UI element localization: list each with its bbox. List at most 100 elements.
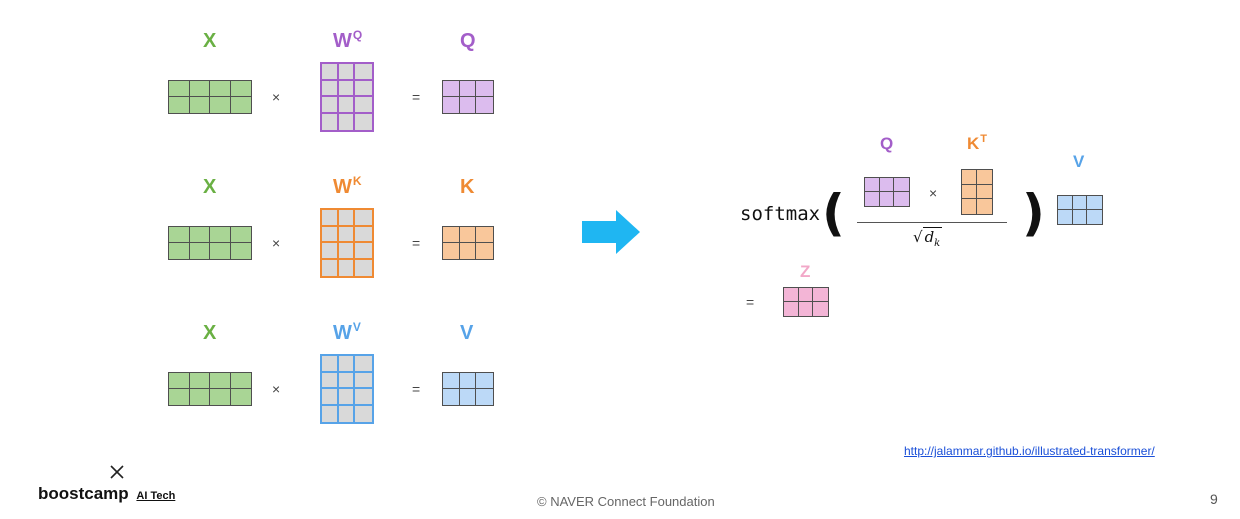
source-link[interactable]: http://jalammar.github.io/illustrated-tr…	[904, 444, 1155, 458]
matrix-cell	[894, 178, 909, 192]
x-matrix-row-v	[168, 372, 252, 406]
matrix-cell	[338, 210, 356, 227]
matrix-cell	[169, 81, 190, 97]
matrix-cell	[798, 302, 814, 316]
equals-sign-row-q: =	[412, 89, 421, 105]
times-sign-row-v: ×	[272, 381, 281, 397]
softmax-text: softmax	[740, 203, 821, 225]
x-matrix-row-q	[168, 80, 252, 114]
matrix-cell	[1087, 196, 1102, 210]
q-matrix	[442, 80, 494, 114]
matrix-cell	[322, 259, 339, 276]
matrix-cell	[322, 80, 339, 97]
matrix-cell	[210, 227, 231, 243]
wv-label-sup: V	[352, 320, 361, 334]
wq-label-base: W	[333, 30, 352, 52]
wq-label-sup: Q	[352, 28, 363, 42]
formula-z-matrix	[783, 287, 829, 317]
matrix-cell	[210, 373, 231, 389]
matrix-cell	[230, 389, 251, 405]
matrix-cell	[322, 226, 339, 243]
matrix-cell	[977, 199, 992, 214]
matrix-cell	[977, 184, 992, 200]
matrix-cell	[210, 81, 231, 97]
boostcamp-logo-text: boostcamp	[38, 484, 129, 503]
v-label-row-v: V	[460, 322, 474, 344]
formula-times-sign: ×	[929, 185, 938, 201]
matrix-cell	[210, 389, 231, 405]
matrix-cell	[1058, 196, 1073, 210]
matrix-cell	[962, 199, 977, 214]
matrix-cell	[813, 302, 828, 316]
matrix-cell	[338, 97, 356, 114]
logo-x-icon	[110, 465, 124, 479]
matrix-cell	[443, 227, 460, 243]
matrix-cell	[865, 178, 880, 192]
matrix-cell	[355, 372, 372, 389]
wv-label: WV	[333, 320, 361, 345]
matrix-cell	[230, 97, 251, 113]
formula-q-matrix	[864, 177, 910, 207]
wk-label: WK	[333, 174, 362, 199]
matrix-cell	[879, 178, 895, 192]
matrix-cell	[1087, 210, 1102, 224]
formula-k-base: K	[967, 134, 980, 153]
matrix-cell	[169, 389, 190, 405]
matrix-cell	[210, 97, 231, 113]
x-label-row-q: X	[203, 30, 217, 52]
matrix-cell	[230, 243, 251, 259]
matrix-cell	[784, 288, 799, 302]
matrix-cell	[476, 227, 493, 243]
matrix-cell	[459, 373, 477, 389]
matrix-cell	[230, 227, 251, 243]
matrix-cell	[322, 113, 339, 130]
matrix-cell	[355, 210, 372, 227]
matrix-cell	[813, 288, 828, 302]
matrix-cell	[169, 373, 190, 389]
matrix-cell	[865, 192, 880, 206]
matrix-cell	[189, 97, 210, 113]
matrix-cell	[322, 372, 339, 389]
matrix-cell	[355, 226, 372, 243]
matrix-cell	[443, 81, 460, 97]
q-label-row-q: Q	[460, 30, 476, 52]
matrix-cell	[189, 389, 210, 405]
matrix-cell	[476, 243, 493, 259]
matrix-cell	[322, 97, 339, 114]
k-matrix	[442, 226, 494, 260]
close-paren: )	[1022, 184, 1045, 242]
matrix-cell	[322, 210, 339, 227]
fraction-bar	[857, 222, 1007, 223]
matrix-cell	[977, 170, 992, 185]
denominator-var: d	[924, 228, 935, 246]
matrix-cell	[879, 192, 895, 206]
denominator-sub: k	[934, 238, 941, 249]
matrix-cell	[443, 389, 460, 405]
formula-kt-matrix	[961, 169, 993, 215]
wk-matrix	[320, 208, 374, 278]
k-label-row-k: K	[460, 176, 475, 198]
matrix-cell	[355, 243, 372, 260]
boostcamp-logo: boostcamp AI Tech	[38, 484, 175, 504]
matrix-cell	[784, 302, 799, 316]
matrix-cell	[355, 405, 372, 422]
matrix-cell	[322, 243, 339, 260]
matrix-cell	[338, 389, 356, 406]
matrix-cell	[355, 259, 372, 276]
matrix-cell	[459, 227, 477, 243]
matrix-cell	[355, 356, 372, 373]
sqrt-dk: √dk	[913, 227, 943, 249]
matrix-cell	[338, 259, 356, 276]
right-arrow-icon	[582, 210, 640, 254]
matrix-cell	[189, 227, 210, 243]
x-label-row-k: X	[203, 176, 217, 198]
matrix-cell	[169, 97, 190, 113]
matrix-cell	[230, 81, 251, 97]
x-label-row-v: X	[203, 322, 217, 344]
wv-matrix	[320, 354, 374, 424]
matrix-cell	[322, 64, 339, 81]
matrix-cell	[355, 389, 372, 406]
matrix-cell	[338, 243, 356, 260]
matrix-cell	[338, 80, 356, 97]
matrix-cell	[459, 389, 477, 405]
